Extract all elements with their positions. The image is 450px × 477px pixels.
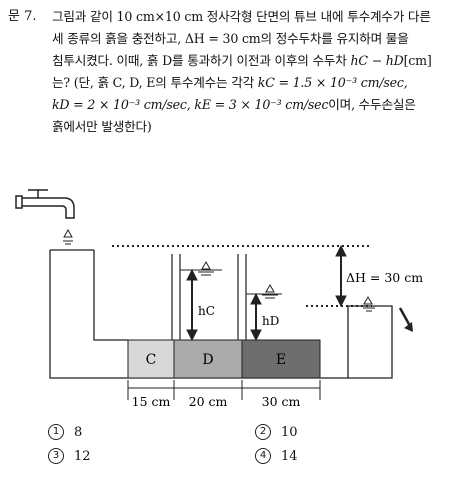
soil-e-block — [241, 339, 321, 379]
standpipe-d-water-surface — [262, 283, 278, 299]
delta-h-label: ΔH = 30 cm — [346, 270, 423, 285]
k-d-value: kD = 2 × 10⁻³ cm/sec, — [52, 97, 191, 112]
faucet-icon — [15, 189, 75, 219]
choice-2[interactable]: 2 10 — [255, 424, 298, 440]
tube-inner-wall-left — [93, 250, 128, 341]
choice-3[interactable]: 3 12 — [48, 448, 91, 464]
question-block: 문 7. 그림과 같이 10 cm×10 cm 정사각형 단면의 튜브 내에 투… — [8, 6, 444, 138]
h-d-label: hD — [262, 314, 279, 328]
choice-2-mark: 2 — [255, 424, 271, 440]
delta-h-arrow — [335, 244, 347, 308]
k-c-value: kC = 1.5 × 10⁻³ cm/sec, — [257, 75, 408, 90]
choice-4-value: 14 — [281, 448, 298, 464]
right-water-surface — [363, 295, 375, 312]
question-text: 그림과 같이 10 cm×10 cm 정사각형 단면의 튜브 내에 투수계수가 … — [52, 6, 444, 138]
question-number: 문 7. — [8, 9, 37, 24]
dim-d-label: 20 cm — [189, 394, 228, 409]
soil-e-label: E — [276, 352, 286, 368]
standpipe-c-water-surface — [198, 260, 214, 276]
head-difference-expression: hC − hD — [350, 53, 404, 68]
soil-c-label: C — [146, 352, 157, 368]
dim-e-label: 30 cm — [262, 394, 301, 409]
question-line-6: 흙에서만 발생한다) — [52, 119, 152, 134]
question-line-4: 는? (단, 흙 C, D, E의 투수계수는 각각 kC = 1.5 × 10… — [52, 75, 408, 90]
dim-c-label: 15 cm — [132, 394, 171, 409]
k-e-value: kE = 3 × 10⁻³ cm/sec — [194, 97, 329, 112]
choice-1-mark: 1 — [48, 424, 64, 440]
choice-4[interactable]: 4 14 — [255, 448, 298, 464]
dimension-line — [127, 380, 321, 400]
choice-3-mark: 3 — [48, 448, 64, 464]
question-line-1: 그림과 같이 10 cm×10 cm 정사각형 단면의 튜브 내에 투수계수가 … — [52, 9, 431, 24]
question-line-2: 세 종류의 흙을 충전하고, ΔH = 30 cm의 정수두차를 유지하며 물을 — [52, 31, 409, 46]
right-reservoir — [348, 305, 393, 379]
choice-4-mark: 4 — [255, 448, 271, 464]
question-line-5: kD = 2 × 10⁻³ cm/sec, kE = 3 × 10⁻³ cm/s… — [52, 97, 416, 112]
choice-1-value: 8 — [74, 424, 83, 440]
h-d-arrow — [250, 292, 262, 342]
permeability-diagram: C D E hC hD ΔH = 30 cm 15 cm 20 cm 30 cm — [15, 189, 423, 409]
h-c-arrow — [186, 268, 198, 342]
choice-1[interactable]: 1 8 — [48, 424, 82, 440]
choice-2-value: 10 — [281, 424, 298, 440]
soil-d-block — [173, 339, 243, 379]
water-drop-icon — [63, 228, 73, 245]
question-line-3: 침투시켰다. 이때, 흙 D를 통과하기 이전과 이후의 수두차 hC − hD… — [52, 53, 432, 68]
choice-3-value: 12 — [74, 448, 91, 464]
h-c-label: hC — [198, 304, 215, 318]
outflow-arrow-icon — [398, 307, 413, 332]
soil-d-label: D — [202, 352, 213, 368]
